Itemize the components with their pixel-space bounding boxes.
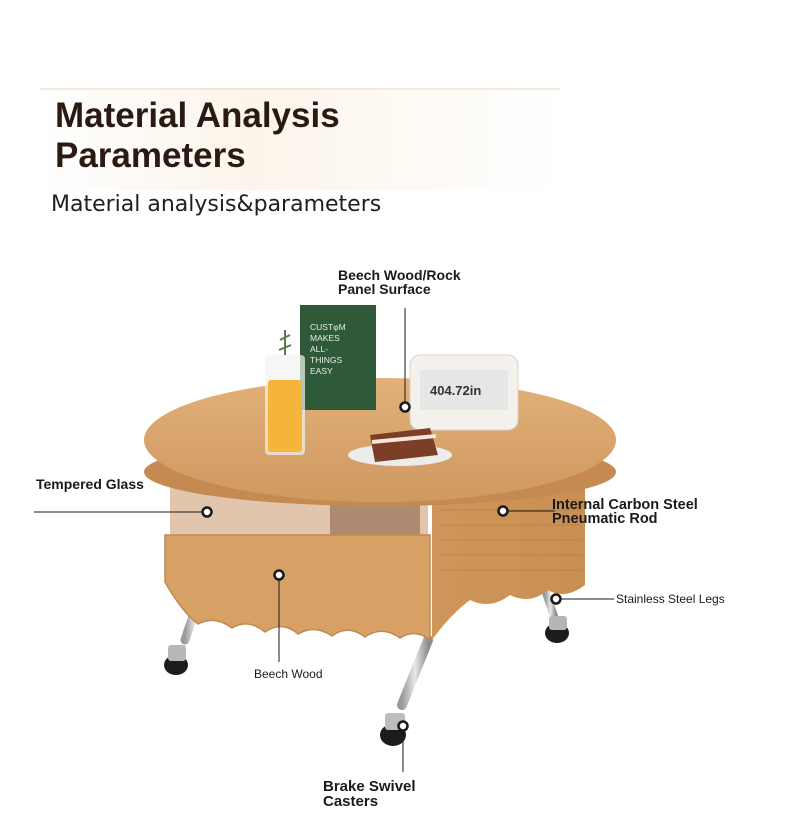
front-drawer <box>164 534 431 642</box>
decor-glass <box>265 330 305 455</box>
page-title: Material Analysis Parameters <box>55 96 340 175</box>
book-text-line: THINGS <box>310 355 342 365</box>
page-subtitle: Material analysis&parameters <box>51 192 382 217</box>
marker-glass <box>201 506 213 518</box>
book-text-line: EASY <box>310 366 333 376</box>
book-text-line: ALL- <box>310 344 328 354</box>
label-tempered-glass: Tempered Glass <box>36 476 144 492</box>
label-pneumatic-rod: Internal Carbon Steel Pneumatic Rod <box>552 497 698 527</box>
stored-books <box>330 505 420 540</box>
book-text-line: MAKES <box>310 333 340 343</box>
label-casters: Brake Swivel Casters <box>323 778 416 810</box>
marker-beech <box>273 569 285 581</box>
marker-legs <box>550 593 562 605</box>
callout-markers <box>201 401 562 732</box>
marker-rod <box>497 505 509 517</box>
clock-text: 404.72in <box>430 383 481 398</box>
leader-lines <box>34 308 614 772</box>
label-top-surface: Beech Wood/Rock Panel Surface <box>338 267 461 297</box>
decor-cake <box>348 428 452 466</box>
marker-top-surface <box>399 401 411 413</box>
title-highlight <box>40 88 560 190</box>
marker-casters <box>397 720 409 732</box>
side-panel-fluted <box>165 470 585 640</box>
decor-clock: 404.72in <box>409 354 519 431</box>
label-steel-legs: Stainless Steel Legs <box>616 592 725 606</box>
label-beech-wood: Beech Wood <box>254 667 323 681</box>
book-text-line: CUSTφM <box>310 322 346 332</box>
fluting-lines <box>440 509 582 571</box>
